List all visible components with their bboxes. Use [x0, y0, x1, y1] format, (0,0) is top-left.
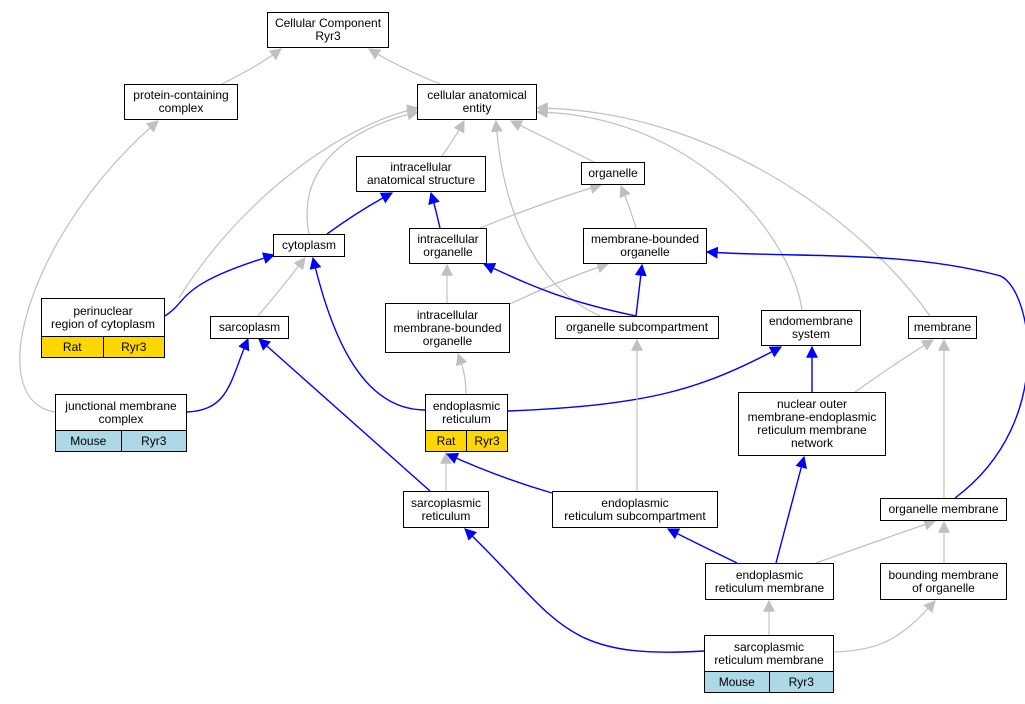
node-label: cytoplasm [281, 238, 337, 252]
node-label: endoplasmic reticulum subcompartment [564, 495, 706, 523]
node-label: organelle membrane [888, 502, 999, 516]
edge-om-to-mbo [705, 246, 1025, 499]
edge-mem-to-cae [535, 102, 931, 317]
node-junctional-membrane-complex[interactable]: junctional membrane complex Mouse Ryr3 [55, 394, 187, 452]
species-cell: Rat [426, 431, 466, 451]
edge-nom-to-mem [854, 339, 935, 393]
node-label: sarcoplasmic reticulum membrane [714, 640, 824, 667]
node-label: sarcoplasm [218, 320, 281, 334]
node-endoplasmic-reticulum-subcompartment[interactable]: endoplasmic reticulum subcompartment [552, 491, 718, 528]
gene-cell: Ryr3 [102, 337, 164, 357]
edge-prc-to-cyto [164, 252, 276, 317]
node-organelle-subcompartment[interactable]: organelle subcompartment [555, 316, 719, 339]
edge-ersc-to-er [445, 452, 553, 494]
node-label: protein-containing complex [133, 88, 229, 115]
edge-er-to-ems [507, 346, 783, 412]
node-membrane[interactable]: membrane [908, 316, 977, 339]
node-cellular-component[interactable]: Cellular Component Ryr3 [267, 12, 389, 48]
edge-erm-to-ersc [666, 528, 738, 564]
edge-layer [19, 48, 1025, 653]
gene-cell: Ryr3 [466, 431, 507, 451]
node-cytoplasm[interactable]: cytoplasm [273, 234, 345, 257]
edge-prc-to-cae [178, 104, 420, 299]
edge-ias-to-cae [441, 119, 465, 157]
node-label: endomembrane system [768, 314, 854, 341]
edge-srm-to-sr [464, 528, 705, 653]
edge-jmc-to-pcc [19, 120, 159, 413]
node-endoplasmic-reticulum-membrane[interactable]: endoplasmic reticulum membrane [705, 563, 834, 600]
edge-pcc-to-cc [221, 48, 282, 85]
annotation-row: Rat Ryr3 [42, 336, 164, 357]
edge-cyto-to-cae [306, 108, 420, 235]
node-sarcoplasmic-reticulum[interactable]: sarcoplasmic reticulum [403, 491, 489, 528]
node-endomembrane-system[interactable]: endomembrane system [761, 310, 861, 346]
node-label: junctional membrane complex [65, 399, 177, 426]
gene-cell: Ryr3 [120, 431, 186, 451]
node-label: intracellular anatomical structure [366, 160, 476, 187]
node-cellular-anatomical-entity[interactable]: cellular anatomical entity [417, 84, 537, 120]
annotation-row: Mouse Ryr3 [705, 671, 833, 692]
node-organelle-membrane[interactable]: organelle membrane [880, 498, 1007, 521]
edge-imbo-to-mbo [507, 261, 610, 306]
edge-erm-to-nom [775, 455, 808, 564]
edge-er-to-cyto [309, 256, 426, 411]
node-intracellular-membrane-bounded-organelle[interactable]: intracellular membrane-bounded organelle [385, 303, 510, 353]
node-intracellular-organelle[interactable]: intracellular organelle [409, 228, 487, 264]
edge-jmc-to-sarco [186, 337, 250, 413]
node-label: endoplasmic reticulum [432, 399, 501, 426]
edge-mbo-to-org [619, 184, 637, 229]
node-label: intracellular membrane-bounded organelle [393, 307, 502, 348]
annotation-row: Mouse Ryr3 [56, 430, 186, 451]
node-label: cellular anatomical entity [427, 88, 527, 115]
node-bounding-membrane-of-organelle[interactable]: bounding membrane of organelle [880, 563, 1007, 600]
edge-io-to-org [479, 182, 603, 229]
edge-cyto-to-ias [326, 192, 394, 235]
edge-org-to-cae [509, 120, 595, 163]
edge-sr-to-sarco [258, 338, 431, 492]
edge-sarco-to-cyto [257, 257, 306, 317]
edge-osc-to-mbo [634, 263, 647, 317]
edge-io-to-ias [428, 191, 441, 229]
node-nuclear-outer-membrane-er-network[interactable]: nuclear outer membrane-endoplasmic retic… [738, 392, 886, 456]
node-label: endoplasmic reticulum membrane [714, 567, 825, 595]
species-cell: Mouse [56, 431, 121, 451]
species-cell: Rat [42, 337, 103, 357]
edge-er-to-imbo [456, 352, 468, 395]
species-cell: Mouse [705, 672, 769, 692]
edge-cae-to-cc [367, 48, 441, 85]
node-label: nuclear outer membrane-endoplasmic retic… [747, 397, 877, 450]
edge-srm-to-bmo [833, 600, 936, 653]
gene-cell: Ryr3 [768, 672, 833, 692]
node-label: membrane-bounded organelle [590, 232, 700, 259]
node-protein-containing-complex[interactable]: protein-containing complex [124, 84, 238, 120]
node-label: intracellular organelle [417, 232, 479, 259]
node-endoplasmic-reticulum[interactable]: endoplasmic reticulum Rat Ryr3 [425, 394, 508, 452]
edge-erm-to-om [815, 518, 937, 564]
node-label: bounding membrane of organelle [888, 567, 999, 595]
node-membrane-bounded-organelle[interactable]: membrane-bounded organelle [583, 228, 707, 264]
node-sarcoplasm[interactable]: sarcoplasm [210, 316, 289, 339]
node-sarcoplasmic-reticulum-membrane[interactable]: sarcoplasmic reticulum membrane Mouse Ry… [704, 635, 834, 693]
edge-osc-to-io [482, 263, 637, 317]
node-label: organelle [588, 166, 638, 180]
edge-ems-to-cae [535, 106, 803, 311]
node-label: perinuclear region of cytoplasm [50, 303, 156, 331]
node-label: organelle subcompartment [565, 320, 709, 334]
node-label: Cellular Component Ryr3 [274, 16, 382, 43]
node-label: sarcoplasmic reticulum [410, 495, 482, 523]
node-organelle[interactable]: organelle [581, 162, 645, 185]
node-intracellular-anatomical-structure[interactable]: intracellular anatomical structure [356, 156, 486, 192]
node-perinuclear-region-of-cytoplasm[interactable]: perinuclear region of cytoplasm Rat Ryr3 [41, 298, 165, 358]
annotation-row: Rat Ryr3 [426, 430, 507, 451]
node-label: membrane [913, 320, 972, 334]
